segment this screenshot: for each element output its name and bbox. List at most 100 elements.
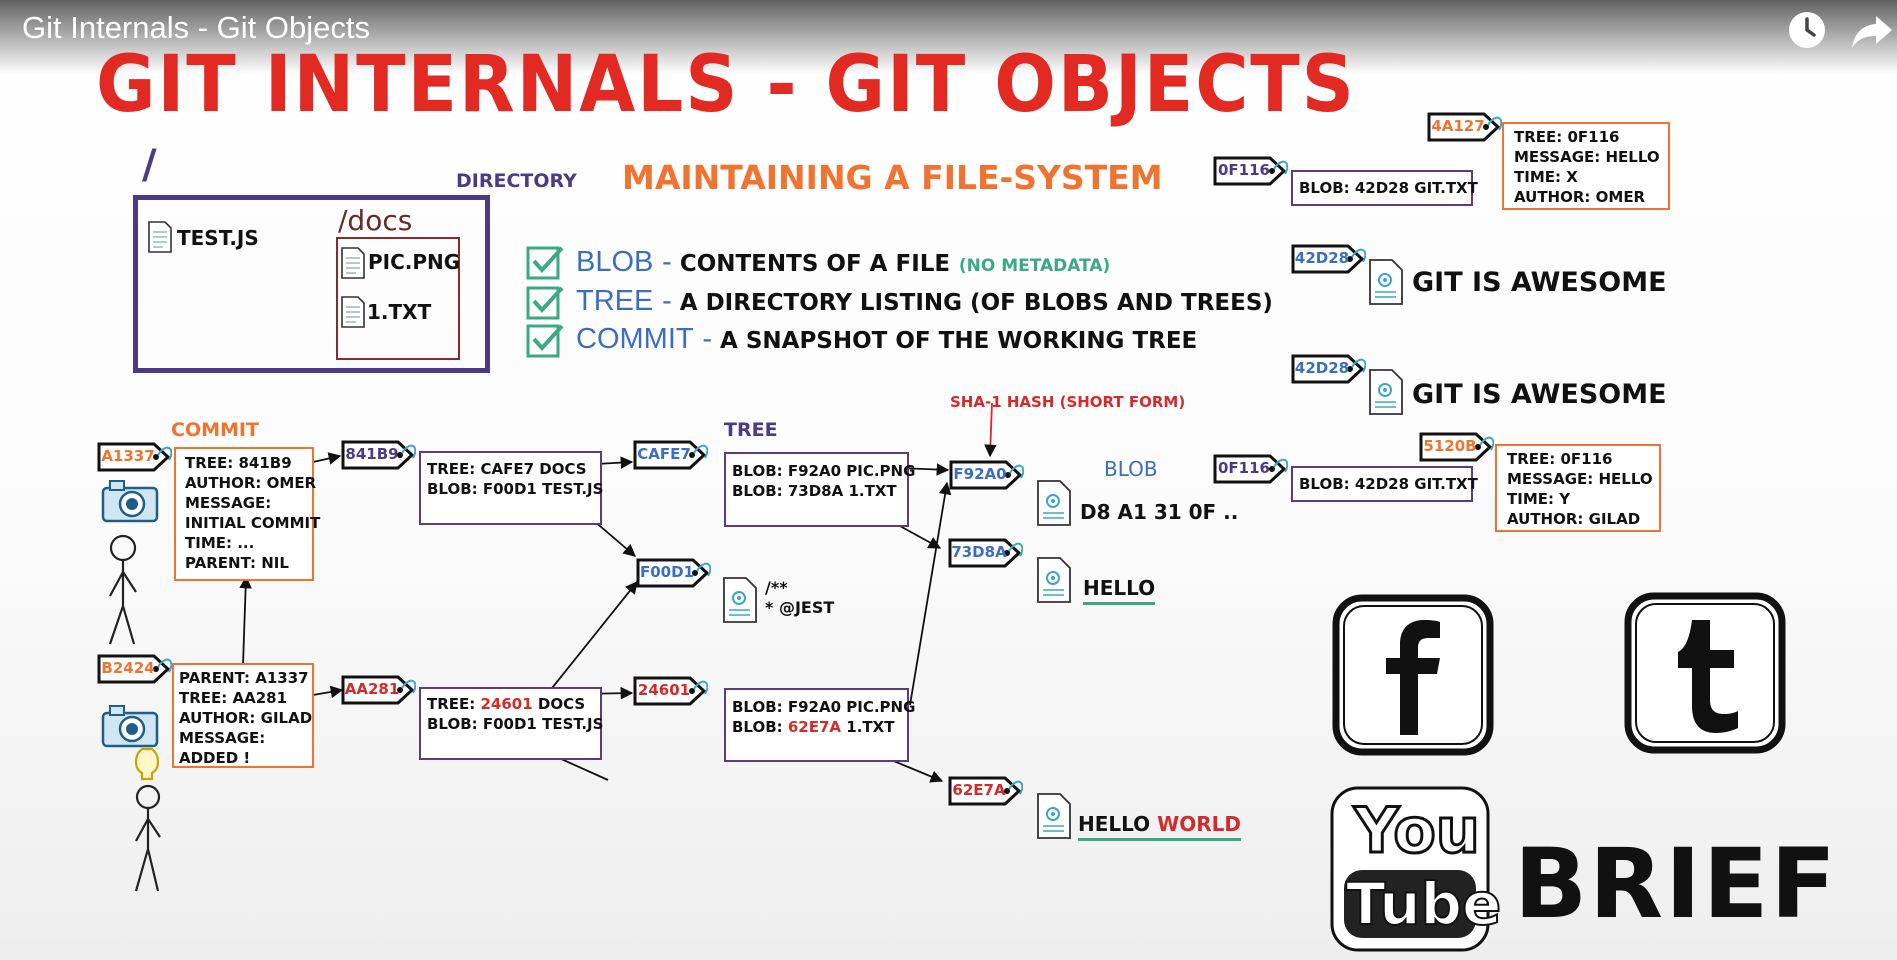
hash-tag-icon bbox=[1291, 354, 1366, 384]
legend-blob-note: (NO METADATA) bbox=[958, 256, 1111, 276]
tree-line: BLOB: 62E7A 1.TXT bbox=[732, 718, 895, 736]
tree-line: BLOB: F00D1 TEST.JS bbox=[427, 715, 604, 733]
file-gear-icon bbox=[1369, 369, 1403, 415]
blob-f92a0-hash: F92A0 bbox=[953, 465, 1007, 483]
slide-subtitle: MAINTAINING A FILE-SYSTEM bbox=[622, 158, 1163, 197]
camera-icon bbox=[101, 705, 159, 748]
tree-line: BLOB: 73D8A 1.TXT bbox=[732, 482, 897, 500]
hash-tag-icon bbox=[341, 675, 416, 705]
legend-blob-name: BLOB bbox=[576, 246, 654, 278]
commit-line: AUTHOR: GILAD bbox=[1507, 510, 1641, 528]
file-icon bbox=[341, 247, 365, 279]
hash-tag-icon bbox=[1213, 156, 1288, 186]
commit-line: MESSAGE: bbox=[185, 494, 272, 512]
checkbox-checked-icon bbox=[526, 324, 564, 358]
docs-folder-label: /docs bbox=[338, 204, 413, 237]
hash-tag-icon bbox=[97, 654, 172, 684]
tree-24601-hash: 24601 bbox=[637, 681, 691, 699]
legend-commit-name: COMMIT bbox=[576, 323, 694, 355]
tree-aa281-hash: AA281 bbox=[344, 680, 400, 698]
commit-5120b-hash: 5120B bbox=[1423, 437, 1477, 455]
legend-blob-desc: CONTENTS OF A FILE bbox=[679, 251, 951, 277]
share-icon[interactable] bbox=[1850, 8, 1894, 52]
file-gear-icon bbox=[723, 577, 757, 623]
hash-tag-icon bbox=[636, 558, 711, 588]
commit-line: AUTHOR: OMER bbox=[1514, 188, 1646, 206]
commit-4a127-box: TREE: 0F116 MESSAGE: HELLO TIME: X AUTHO… bbox=[1502, 122, 1670, 210]
tree-0f116-box: BLOB: 42D28 GIT.TXT bbox=[1291, 466, 1478, 502]
facebook-icon[interactable] bbox=[1328, 590, 1498, 760]
tree-section-label: TREE bbox=[724, 419, 778, 441]
tree-line: BLOB: F92A0 PIC.PNG bbox=[732, 698, 916, 716]
blob-73d8a-content: HELLO bbox=[1083, 576, 1156, 605]
commit-line: TREE: AA281 bbox=[179, 689, 288, 707]
tree-cafe7-hash: CAFE7 bbox=[637, 445, 691, 463]
commit-line: TREE: 0F116 bbox=[1514, 128, 1620, 146]
tumblr-icon[interactable] bbox=[1620, 588, 1790, 758]
directory-label: DIRECTORY bbox=[456, 170, 577, 192]
camera-icon bbox=[101, 480, 159, 523]
file-pic-png: PIC.PNG bbox=[368, 250, 461, 274]
commit-line: MESSAGE: HELLO bbox=[1514, 148, 1660, 166]
commit-b2424-hash: B2424 bbox=[101, 659, 155, 677]
blob-42d28-hash: 42D28 bbox=[1294, 249, 1350, 267]
commit-a1337-hash: A1337 bbox=[101, 447, 155, 465]
tree-line: BLOB: 42D28 GIT.TXT bbox=[1299, 179, 1478, 197]
docs-folder-box bbox=[336, 237, 460, 360]
hash-tag-icon bbox=[948, 538, 1023, 568]
file-icon bbox=[341, 296, 365, 328]
tree-aa281-box: TREE: 24601 DOCS BLOB: F00D1 TEST.JS bbox=[419, 687, 604, 760]
stick-figure-icon bbox=[108, 534, 137, 645]
blob-42d28-content: GIT IS AWESOME bbox=[1412, 267, 1667, 298]
legend-tree-name: TREE bbox=[576, 285, 654, 317]
blob-f00d1-hash: F00D1 bbox=[639, 563, 694, 581]
stick-figure-with-idea-icon bbox=[134, 747, 161, 892]
blob-f92a0-content: D8 A1 31 0F .. bbox=[1080, 500, 1239, 524]
tree-line: BLOB: F00D1 TEST.JS bbox=[427, 480, 604, 498]
commit-line: TIME: Y bbox=[1507, 490, 1571, 508]
hash-tag-icon bbox=[1419, 432, 1494, 462]
tree-line: BLOB: 42D28 GIT.TXT bbox=[1299, 475, 1478, 493]
blob-42d28-content: GIT IS AWESOME bbox=[1412, 379, 1667, 410]
hash-tag-icon bbox=[1291, 244, 1366, 274]
legend-commit-desc: A SNAPSHOT OF THE WORKING TREE bbox=[720, 328, 1198, 354]
directory-box bbox=[133, 195, 490, 373]
file-1-txt: 1.TXT bbox=[367, 300, 432, 324]
hash-tag-icon bbox=[97, 442, 172, 472]
commit-line: PARENT: A1337 bbox=[179, 669, 309, 687]
commit-line: AUTHOR: GILAD bbox=[179, 709, 313, 727]
commit-5120b-box: TREE: 0F116 MESSAGE: HELLO TIME: Y AUTHO… bbox=[1495, 444, 1661, 532]
youtube-tube-text: Tube bbox=[1345, 869, 1502, 939]
tree-841b9-box: TREE: CAFE7 DOCS BLOB: F00D1 TEST.JS bbox=[419, 451, 604, 525]
video-title[interactable]: Git Internals - Git Objects bbox=[22, 10, 370, 45]
commit-4a127-hash: 4A127 bbox=[1431, 117, 1485, 135]
file-gear-icon bbox=[1369, 259, 1403, 305]
clock-icon[interactable] bbox=[1785, 8, 1829, 52]
commit-line: INITIAL COMMIT bbox=[185, 514, 321, 532]
commit-line: MESSAGE: HELLO bbox=[1507, 470, 1653, 488]
video-top-bar bbox=[0, 0, 1897, 74]
file-gear-icon bbox=[1037, 793, 1071, 839]
blob-62e7a-hash: 62E7A bbox=[952, 781, 1006, 799]
tree-0f116-hash: 0F116 bbox=[1218, 161, 1270, 179]
blob-section-label: BLOB bbox=[1104, 457, 1158, 481]
commit-line: TREE: 0F116 bbox=[1507, 450, 1613, 468]
brand-brief-logo: BRIEF bbox=[1514, 828, 1838, 940]
commit-line: PARENT: NIL bbox=[185, 554, 289, 572]
blob-62e7a-content: HELLO WORLD bbox=[1078, 812, 1241, 841]
blob-73d8a-hash: 73D8A bbox=[951, 543, 1007, 561]
youtube-icon[interactable] bbox=[1328, 784, 1492, 954]
commit-line: TREE: 841B9 bbox=[185, 454, 292, 472]
hash-tag-icon bbox=[341, 440, 416, 470]
tree-0f116-box: BLOB: 42D28 GIT.TXT bbox=[1291, 170, 1478, 206]
blob-f00d1-content: /** * @JEST bbox=[765, 578, 835, 617]
tree-line: TREE: CAFE7 DOCS bbox=[427, 460, 587, 478]
commit-section-label: COMMIT bbox=[171, 419, 259, 441]
hash-tag-icon bbox=[949, 460, 1024, 490]
hash-tag-icon bbox=[633, 676, 708, 706]
blob-42d28-hash: 42D28 bbox=[1294, 359, 1350, 377]
tree-0f116-hash: 0F116 bbox=[1218, 459, 1270, 477]
legend-tree-desc: A DIRECTORY LISTING (OF BLOBS AND TREES) bbox=[679, 290, 1273, 316]
commit-line: TIME: ... bbox=[185, 534, 255, 552]
